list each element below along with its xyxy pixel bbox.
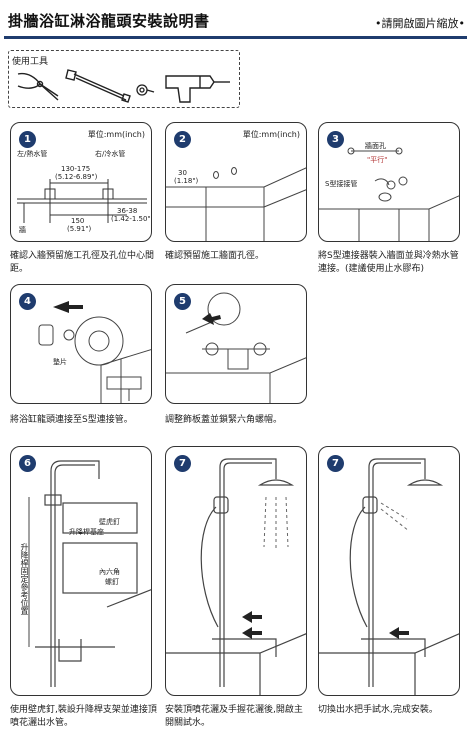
step-panel-1: 1 單位:mm(inch) 左/熱水管 右/冷水管 130-175 (5.12-… bbox=[10, 122, 152, 242]
arrow-icon bbox=[202, 313, 221, 325]
pliers-icon bbox=[17, 72, 59, 101]
dim-center: 150 bbox=[71, 217, 85, 225]
step-panel-6: 6 壁虎釘 升降桿基座 內六角 螺釘 升降桿固定參考位置 bbox=[10, 446, 152, 696]
step-number-1: 1 bbox=[19, 131, 36, 148]
tape-icon bbox=[136, 84, 155, 96]
step-caption-6: 使用壁虎釘,裝設升降桿支架並連接頂噴花灑出水管。 bbox=[10, 705, 157, 728]
step-caption-7b: 切換出水把手試水,完成安裝。 bbox=[318, 705, 438, 715]
step-caption-1: 確認入牆預留施工孔徑及孔位中心間距。 bbox=[10, 251, 155, 274]
hot-pipe-label: 左/熱水管 bbox=[17, 150, 48, 158]
s-connector-label: S型接接管 bbox=[325, 180, 358, 188]
zoom-note: •請開啟圖片縮放• bbox=[375, 17, 465, 30]
step-panel-7a: 7 bbox=[165, 446, 307, 696]
step-panel-2: 2 單位:mm(inch) 30 (1.18") bbox=[165, 122, 307, 242]
arrow-icon bbox=[242, 611, 262, 639]
dim-depth: 36-38 bbox=[117, 207, 138, 215]
step-number-7a: 7 bbox=[174, 455, 191, 472]
step-caption-3: 將S型連接器裝入牆面並與冷熱水管連接。(建議使用止水膠布) bbox=[318, 251, 459, 274]
step-panel-5: 5 bbox=[165, 284, 307, 404]
step-number-6: 6 bbox=[19, 455, 36, 472]
step-number-2: 2 bbox=[174, 131, 191, 148]
step-panel-3: 3 牆面孔 "平行" S型接接管 bbox=[318, 122, 460, 242]
step-panel-4: 4 墊片 bbox=[10, 284, 152, 404]
step-number-3: 3 bbox=[327, 131, 344, 148]
tools-box bbox=[8, 50, 240, 108]
step-number-4: 4 bbox=[19, 293, 36, 310]
bar-reference-label: 升降桿固定參考位置 bbox=[20, 543, 29, 615]
hole-dim: 30 bbox=[178, 169, 187, 177]
wall-label: 牆 bbox=[19, 226, 26, 234]
hex-screw-label-2: 螺釘 bbox=[105, 578, 119, 586]
wrench-icon bbox=[65, 69, 131, 103]
step-caption-2: 確認預留施工牆面孔徑。 bbox=[165, 251, 265, 261]
step-panel-7b: 7 bbox=[318, 446, 460, 696]
dim-center-inch: (5.91") bbox=[67, 225, 92, 233]
step-caption-7a: 安裝頂噴花灑及手握花灑後,開啟主開關試水。 bbox=[165, 705, 303, 728]
wall-hole-label: 牆面孔 bbox=[365, 142, 386, 150]
hole-dim-inch: (1.18") bbox=[174, 177, 199, 185]
dim-range-inch: (5.12-6.89") bbox=[55, 173, 98, 181]
arrow-icon bbox=[389, 627, 409, 639]
cold-pipe-label: 右/冷水管 bbox=[95, 150, 126, 158]
tools-illustration bbox=[17, 69, 230, 103]
step-number-5: 5 bbox=[174, 293, 191, 310]
page-title: 掛牆浴缸淋浴龍頭安裝說明書 bbox=[8, 12, 210, 30]
drill-icon bbox=[165, 75, 230, 103]
dim-range: 130-175 bbox=[61, 165, 91, 173]
step-caption-4: 將浴缸龍頭連接至S型連接管。 bbox=[10, 415, 133, 425]
units-label-2: 單位:mm(inch) bbox=[242, 130, 300, 139]
anchor-screw-label: 壁虎釘 bbox=[99, 518, 120, 526]
units-label-1: 單位:mm(inch) bbox=[87, 130, 145, 139]
tools-label: 使用工具 bbox=[12, 57, 49, 67]
arrow-icon bbox=[53, 301, 83, 313]
bar-base-label: 升降桿基座 bbox=[69, 528, 104, 536]
header-rule bbox=[4, 36, 467, 39]
parallel-label: "平行" bbox=[367, 156, 388, 164]
step-number-7b: 7 bbox=[327, 455, 344, 472]
dim-depth-inch: (1.42-1.50") bbox=[111, 215, 152, 223]
step-caption-5: 調整飾板蓋並鎖緊六角螺帽。 bbox=[165, 415, 283, 425]
hex-screw-label: 內六角 bbox=[99, 568, 120, 576]
washer-label: 墊片 bbox=[53, 358, 67, 366]
